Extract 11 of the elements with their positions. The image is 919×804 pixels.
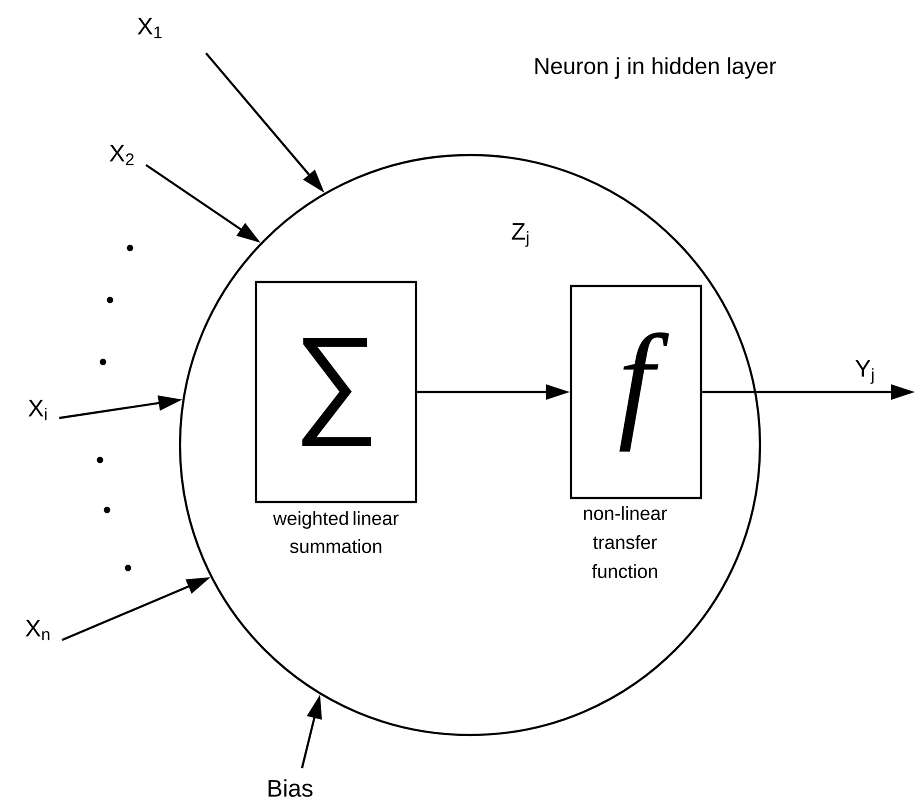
input-label: X$_{i}$: [28, 400, 46, 420]
summation-box: ∑: [254, 280, 418, 504]
input-label: X$_{n}$: [26, 620, 50, 640]
box-caption: weighted linear summation: [273, 511, 399, 554]
input-label: X$_{2}$: [110, 144, 134, 166]
bias-label: Bias: [268, 779, 312, 797]
box-caption: non-linear transfer function: [584, 506, 667, 578]
title: Neuron j in hidden layer: [535, 57, 776, 79]
edge-label: Y$_{j}$: [854, 359, 876, 385]
function-box: f: [570, 284, 702, 500]
input-label: X$_{1}$: [138, 18, 162, 38]
